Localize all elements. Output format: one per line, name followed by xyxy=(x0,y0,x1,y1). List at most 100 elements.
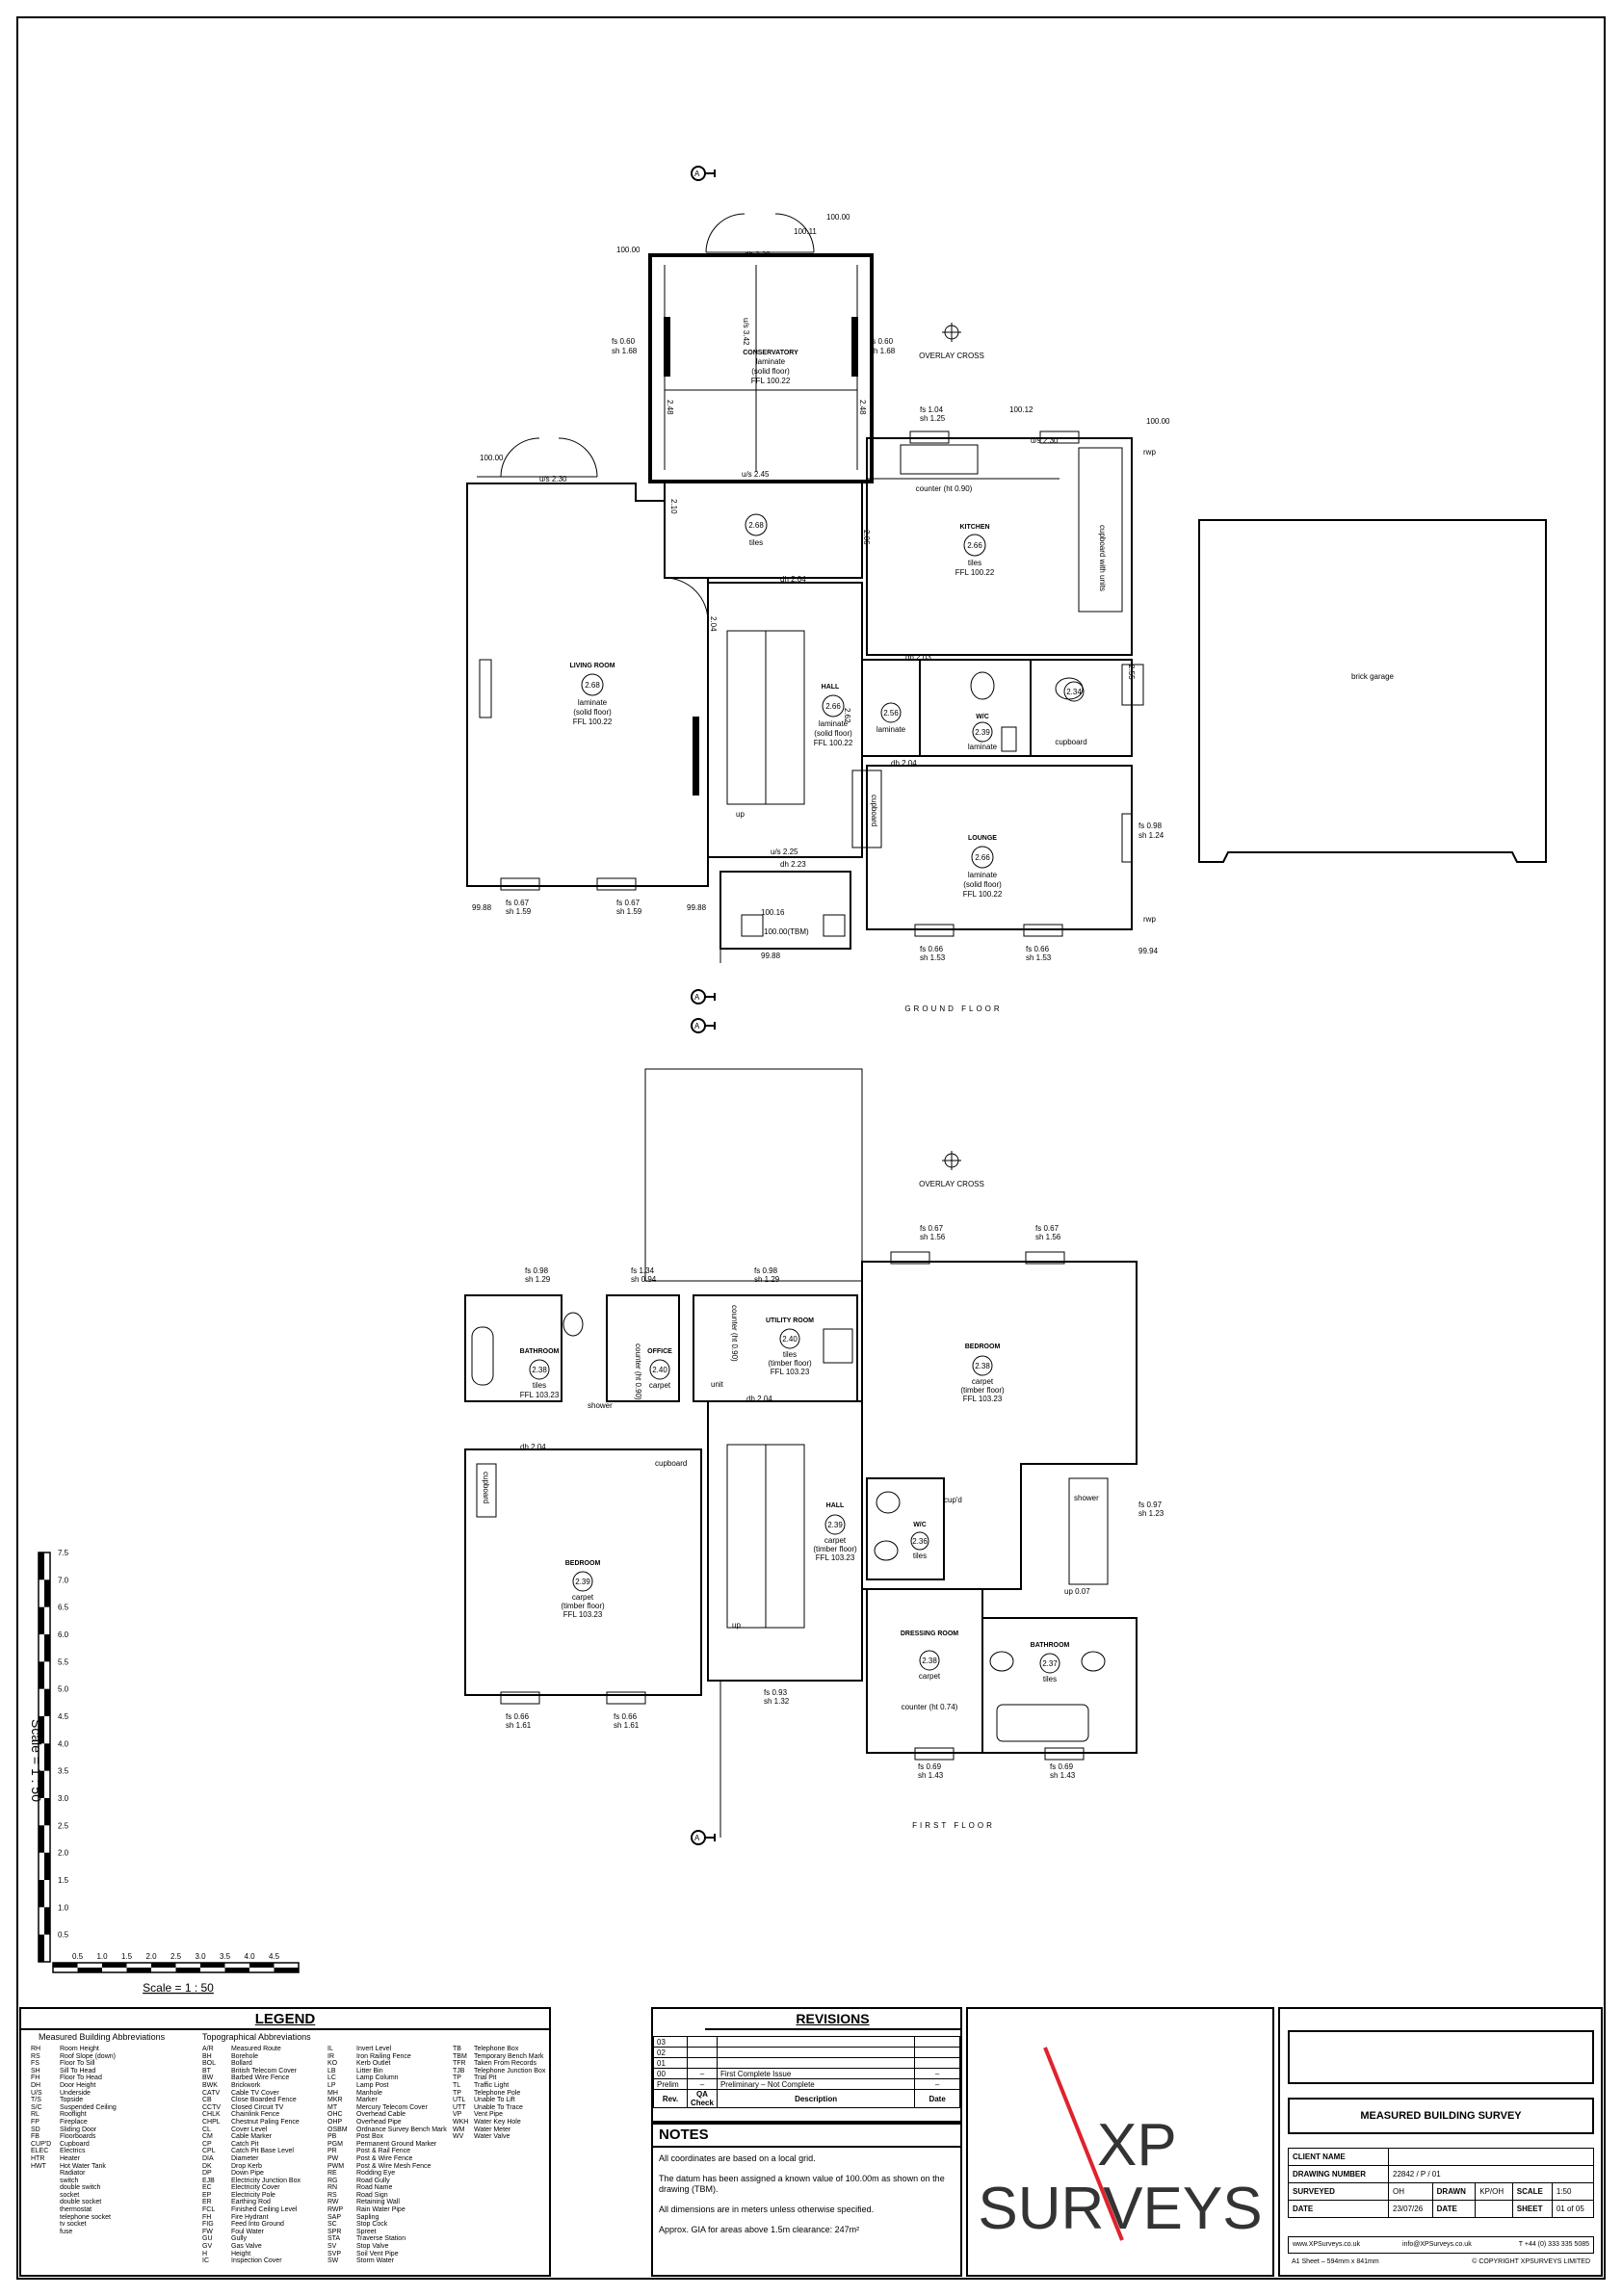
sheet-label: SHEET xyxy=(1511,2200,1553,2218)
legend-description: Ordnance Survey Bench Mark xyxy=(356,2126,447,2133)
dim: fs 0.60 xyxy=(612,337,636,346)
legend-description: Barbed Wire Fence xyxy=(231,2074,290,2082)
legend-code: BOL xyxy=(202,2060,217,2068)
office-label: OFFICE xyxy=(647,1348,672,1355)
legend-code: EP xyxy=(202,2191,212,2199)
dim: dh 2.03 xyxy=(905,653,931,662)
dim: u/s 2.45 xyxy=(742,470,770,479)
utility-room-height-marker xyxy=(779,1328,800,1349)
dim: dh 2.04 xyxy=(780,575,806,584)
dim: sh 1.29 xyxy=(525,1275,551,1284)
legend-code: OSBM xyxy=(327,2126,348,2133)
level: 100.00 xyxy=(616,246,641,254)
scale-tick-label: 4.5 xyxy=(269,1952,280,1961)
legend-description: Manhole xyxy=(356,2089,382,2097)
legend-description: Measured Route xyxy=(231,2046,281,2052)
email-link[interactable]: info@XPSurveys.co.uk xyxy=(1402,2241,1472,2248)
legend-description: Sliding Door xyxy=(60,2126,97,2133)
lounge-ffl: FFL 100.22 xyxy=(963,890,1003,899)
legend-code: TP xyxy=(453,2074,461,2082)
bedroom-1-height: 2.38 xyxy=(975,1362,990,1370)
legend-description: Post & Wire Fence xyxy=(356,2154,413,2162)
revision-rev: 02 xyxy=(653,2047,688,2058)
legend-code: BT xyxy=(202,2067,211,2074)
scale-v-segments xyxy=(39,1552,50,1962)
legend-code: EC xyxy=(202,2184,212,2192)
lounge-finish: laminate xyxy=(968,871,998,879)
kitchen-height-marker xyxy=(963,534,986,557)
scale-tick-label: 1.5 xyxy=(121,1952,133,1961)
legend-description: Telephone Junction Box xyxy=(474,2067,546,2074)
legend-code: ELEC xyxy=(31,2148,49,2155)
revision-qa xyxy=(686,2036,718,2048)
legend-code: FB xyxy=(31,2133,39,2141)
scale-segment xyxy=(44,1579,50,1607)
bathroom-1-height: 2.38 xyxy=(532,1366,547,1374)
legend-description: fuse xyxy=(60,2228,73,2235)
legend-code: DK xyxy=(202,2162,212,2170)
conservatory-floor: (solid floor) xyxy=(751,367,790,376)
kitchen-counter: counter (ht 0.90) xyxy=(916,484,973,493)
bedroom-2-label: BEDROOM xyxy=(565,1560,601,1567)
legend-description: socket xyxy=(60,2191,80,2199)
lounge-height-marker xyxy=(971,846,994,869)
dim: fs 0.60 xyxy=(870,337,894,346)
legend-description: Trial Pit xyxy=(474,2074,497,2082)
legend-description: Door Height xyxy=(60,2081,96,2089)
web-link[interactable]: www.XPSurveys.co.uk xyxy=(1293,2241,1361,2248)
legend-code: BWK xyxy=(202,2081,218,2089)
legend-description: Close Boarded Fence xyxy=(231,2097,297,2104)
legend-description: Iron Railing Fence xyxy=(356,2052,411,2060)
level: 100.00 xyxy=(826,213,850,222)
client-name-value xyxy=(1388,2148,1594,2166)
legend-code: RN xyxy=(327,2184,338,2192)
dim: u/s 2.25 xyxy=(771,848,798,856)
kitchen-height: 2.66 xyxy=(967,541,982,550)
bedroom-2-height: 2.39 xyxy=(575,1578,590,1586)
revision-date xyxy=(914,2047,960,2058)
logo-red-slash xyxy=(1043,2047,1124,2241)
client-name-label: CLIENT NAME xyxy=(1288,2148,1389,2166)
dim: dh 2.04 xyxy=(746,1395,772,1403)
dim: u/s 2.30 xyxy=(1031,436,1059,445)
shower-label-1: shower xyxy=(588,1401,613,1410)
legend-code: U/S xyxy=(31,2089,42,2097)
wc-first-height-marker xyxy=(910,1531,929,1551)
legend-description: Lamp Post xyxy=(356,2081,389,2089)
bedroom-1-label: BEDROOM xyxy=(965,1344,1001,1350)
legend-code: HWT xyxy=(31,2162,46,2170)
legend-code: BW xyxy=(202,2074,214,2082)
date-value: 23/07/26 xyxy=(1388,2200,1433,2218)
legend-code: MKR xyxy=(327,2097,343,2104)
revision-row: 00–First Complete Issue– xyxy=(653,2068,960,2079)
revision-rev: 00 xyxy=(653,2068,688,2079)
level: 99.88 xyxy=(472,903,492,912)
scale-tick-label: 2.5 xyxy=(170,1952,182,1961)
legend-code: CHLK xyxy=(202,2111,221,2119)
legend-code: LC xyxy=(327,2074,336,2082)
dim: sh 0.94 xyxy=(631,1275,657,1284)
legend-description: double socket xyxy=(60,2199,102,2206)
revision-rev: 03 xyxy=(653,2036,688,2048)
legend-code: CPL xyxy=(202,2148,216,2155)
legend-code: RE xyxy=(327,2170,337,2178)
utility-room-ffl2: FFL 103.23 xyxy=(771,1368,810,1376)
legend-code: MH xyxy=(327,2089,338,2097)
room-height-marker xyxy=(745,513,768,536)
